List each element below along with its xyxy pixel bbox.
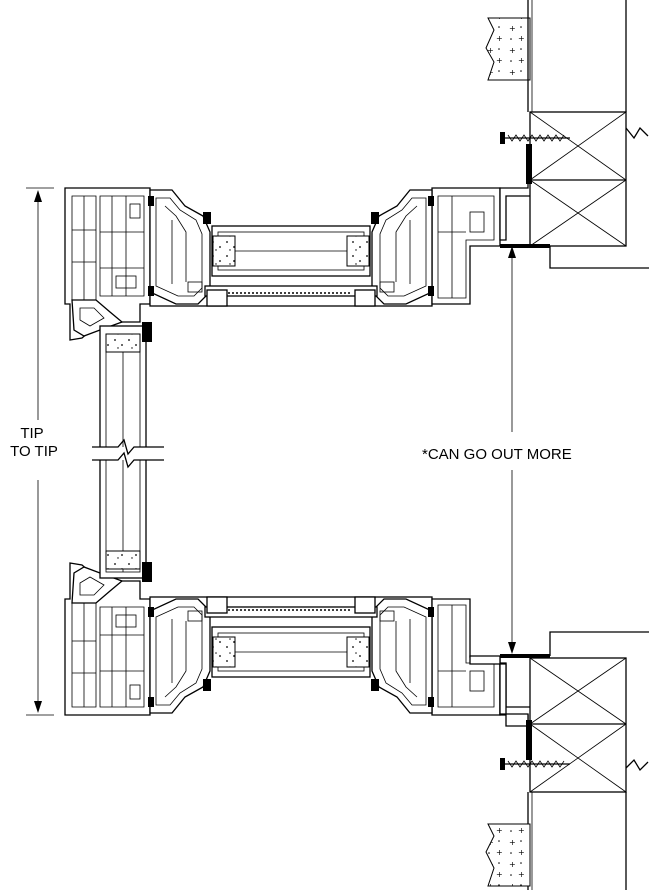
tip-label: TIP <box>20 425 43 442</box>
wall-framing-bottom <box>469 631 649 890</box>
to-tip-label: TO TIP <box>10 443 58 460</box>
top-frame-section <box>64 175 533 341</box>
can-go-out-more-note: *CAN GO OUT MORE <box>422 446 572 463</box>
center-glazing <box>92 322 164 582</box>
tip-to-tip-dimension <box>26 187 54 716</box>
projection-dimension <box>508 246 516 654</box>
bottom-frame-section <box>64 562 533 728</box>
wall-framing-top <box>485 0 649 269</box>
